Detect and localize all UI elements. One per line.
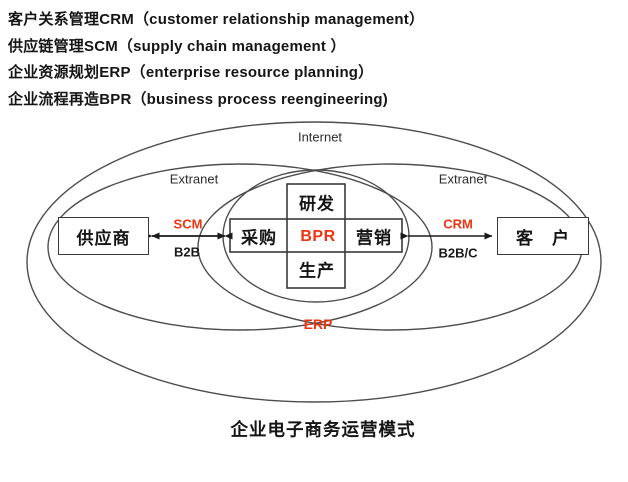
- cross-cell-production: 生产: [299, 261, 335, 281]
- extranet-right-label: Extranet: [438, 171, 488, 187]
- customer-label: 客 户: [516, 228, 570, 248]
- extranet-left-ellipse: [47, 163, 433, 331]
- supplier-label: 供应商: [76, 228, 131, 248]
- b2bc-link-label: B2B/C: [438, 245, 478, 261]
- scm-link-label: SCM: [173, 216, 203, 232]
- definition-line-erp: 企业资源规划ERP（enterprise resource planning）: [8, 64, 374, 81]
- cross-cell-rd: 研发: [299, 194, 335, 214]
- customer-box: 客 户: [497, 217, 589, 255]
- erp-link-label: ERP: [303, 316, 333, 332]
- cross-cell-procurement: 采购: [241, 228, 277, 248]
- b2b-link-label: B2B: [173, 244, 201, 260]
- crm-link-label: CRM: [443, 216, 473, 232]
- internet-label: Internet: [297, 129, 343, 145]
- supplier-box: 供应商: [58, 217, 149, 255]
- cross-vertical-rect: [286, 183, 346, 289]
- definition-line-scm: 供应链管理SCM（supply chain management ）: [8, 37, 346, 55]
- cross-cell-marketing: 营销: [356, 228, 392, 248]
- definition-line-crm: 客户关系管理CRM（customer relationship manageme…: [8, 11, 425, 28]
- diagram-caption: 企业电子商务运营模式: [230, 419, 416, 440]
- cross-cell-bpr: BPR: [300, 228, 336, 245]
- internet-ellipse: [26, 121, 602, 403]
- extranet-left-label: Extranet: [169, 171, 219, 187]
- definition-line-bpr: 企业流程再造BPR（business process reengineering…: [8, 90, 388, 108]
- definition-list: 客户关系管理CRM（customer relationship manageme…: [8, 7, 568, 113]
